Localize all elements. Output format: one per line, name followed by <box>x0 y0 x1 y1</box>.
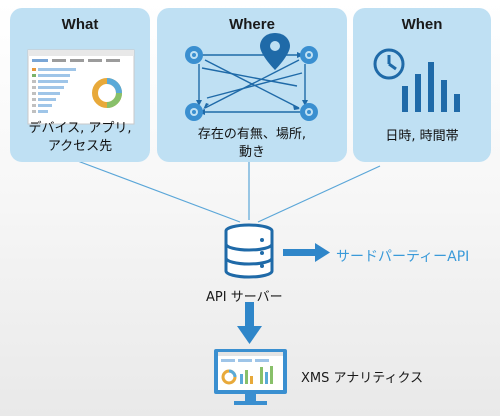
third-party-arrow-head <box>315 243 330 262</box>
location-network-diagram <box>185 33 318 121</box>
when-card: When 日時, 時間帯 <box>353 8 491 162</box>
what-text-line-1: デバイス, アプリ, <box>28 121 132 136</box>
donut-chart-icon <box>92 78 122 108</box>
when-title: When <box>401 16 443 33</box>
when-icons <box>373 48 460 112</box>
when-to-server-line <box>257 165 381 223</box>
where-card: Where <box>157 8 347 162</box>
bar-chart-icon <box>402 62 460 112</box>
where-title: Where <box>229 16 275 33</box>
database-server-icon <box>224 223 274 279</box>
where-text-line-1: 存在の有無、場所, <box>197 127 307 142</box>
what-text-line-2: アクセス先 <box>47 139 113 154</box>
what-to-server-line <box>74 159 241 223</box>
xms-analytics-label: XMS アナリティクス <box>301 371 424 386</box>
analytics-monitor-icon <box>214 349 287 405</box>
dashboard-thumbnail <box>27 49 135 125</box>
clock-icon <box>373 48 405 80</box>
down-arrow-shaft <box>245 302 254 328</box>
map-pin-icon <box>260 33 290 70</box>
beacon-icon-bottom-right <box>300 103 318 121</box>
when-text-line-1: 日時, 時間帯 <box>385 129 459 144</box>
beacon-icon-top-left <box>185 46 203 64</box>
beacon-icon-bottom-left <box>185 103 203 121</box>
beacon-icon-top-right <box>300 46 318 64</box>
third-party-arrow-shaft <box>283 249 315 256</box>
third-party-api-label: サードパーティーAPI <box>336 249 470 265</box>
api-server-label: API サーバー <box>206 290 283 305</box>
where-text-line-2: 動き <box>238 145 265 160</box>
what-title: What <box>61 16 99 33</box>
down-arrow-head <box>237 326 262 344</box>
what-card: What デバイス, アプリ, アクセス先 <box>10 8 150 162</box>
